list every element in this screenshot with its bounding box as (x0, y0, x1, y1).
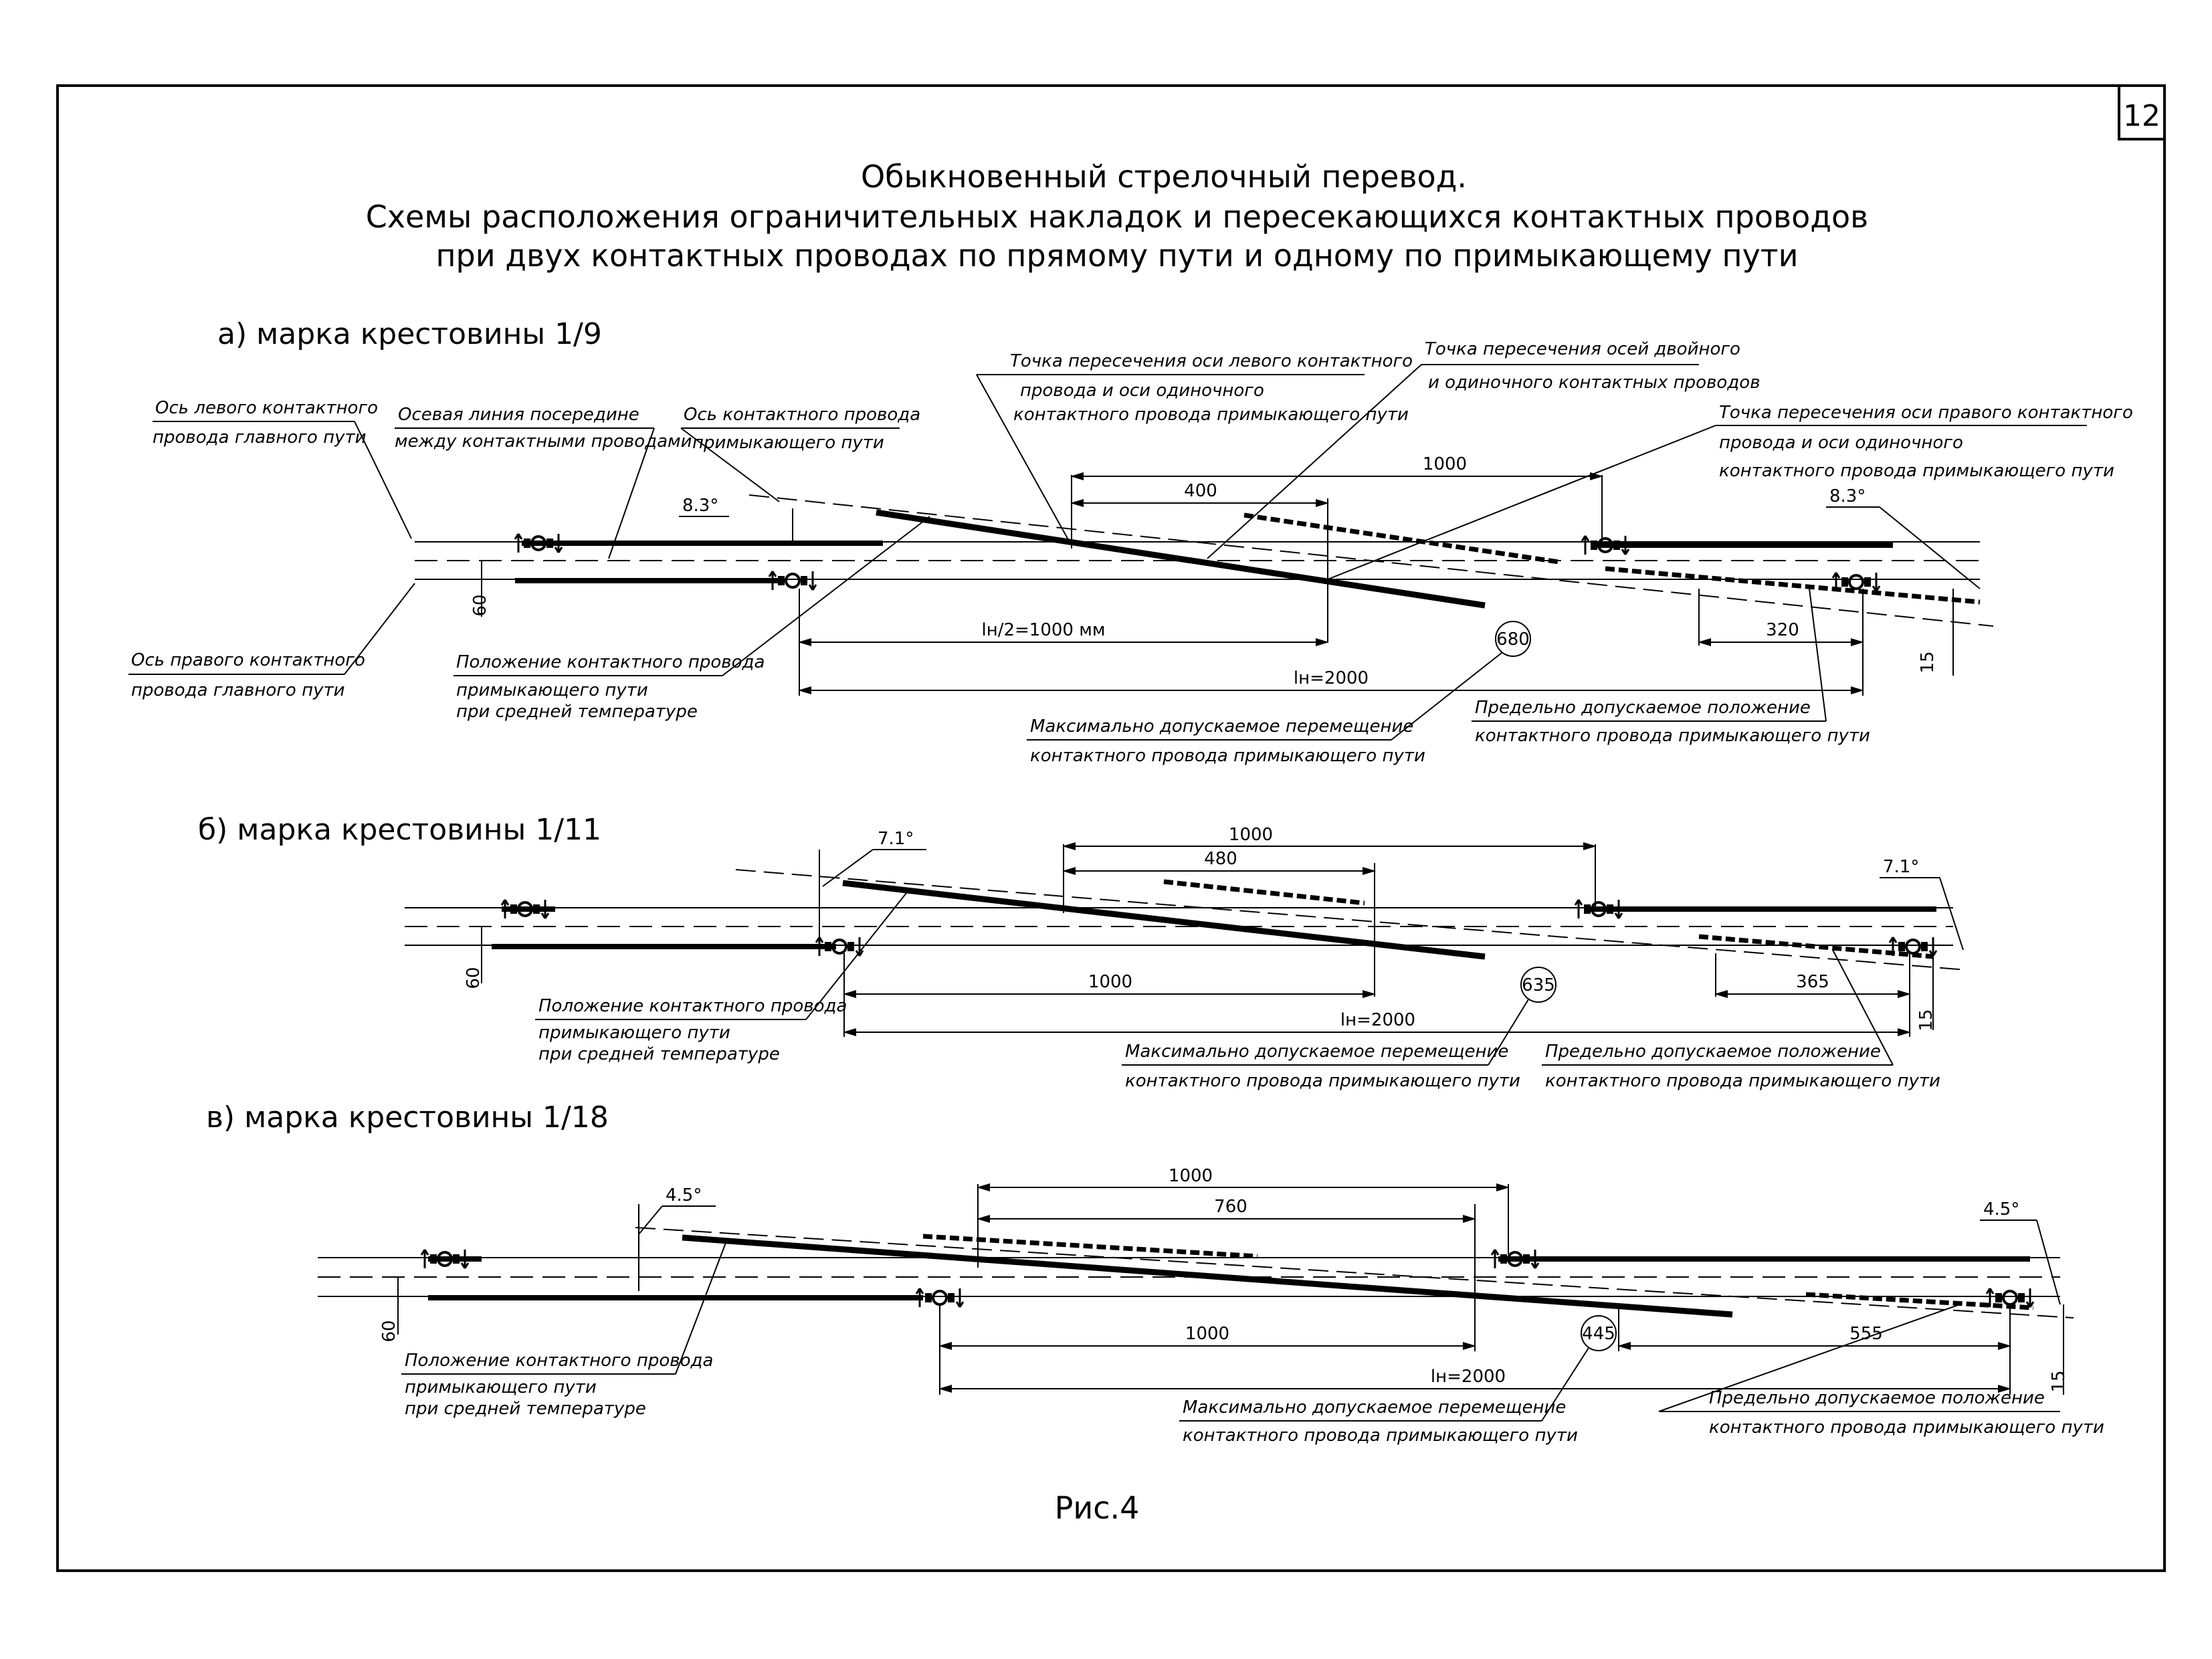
label-position-2: примыкающего пути (405, 1377, 597, 1397)
dim-320: 320 (1766, 620, 1799, 640)
angle-right: 8.3° (1829, 486, 1866, 506)
label-branch-axis-2: примыкающего пути (692, 433, 884, 453)
angle-right: 4.5° (1983, 1199, 2019, 1219)
dim-760: 760 (1214, 1197, 1247, 1217)
label-cross-right-2: провода и оси одиночного (1719, 433, 1963, 453)
panel-a: а) марка крестовины 1/9 1000 400 lн/2=10… (128, 317, 2133, 766)
label-limit-pos-1: Предельно допускаемое положение (1709, 1388, 2045, 1408)
label-max-move-1: Максимально допускаемое перемещение (1125, 1042, 1508, 1062)
sheet-frame (56, 84, 2166, 1572)
label-cross-right-1: Точка пересечения оси правого контактног… (1719, 403, 2133, 423)
dim-1000-top: 1000 (1169, 1166, 1213, 1186)
dim-full: lн=2000 (1340, 1010, 1415, 1030)
dim-15: 15 (1918, 651, 1938, 673)
dim-60: 60 (379, 1320, 399, 1342)
clamp-icon (1888, 936, 1938, 957)
label-limit-pos-2: контактного провода примыкающего пути (1709, 1418, 2104, 1438)
label-cross-left-1: Точка пересечения оси левого контактного (1010, 351, 1413, 371)
label-cross-right-3: контактного провода примыкающего пути (1719, 461, 2114, 481)
label-position-1: Положение контактного провода (538, 996, 847, 1016)
label-position-2: примыкающего пути (456, 680, 648, 700)
max-move-value: 445 (1582, 1324, 1615, 1344)
figure-caption: Рис.4 (1055, 1490, 1140, 1526)
panel-a-heading: а) марка крестовины 1/9 (217, 317, 602, 351)
max-move-circle (1495, 621, 1531, 657)
label-max-move-2: контактного провода примыкающего пути (1125, 1071, 1520, 1091)
dim-400: 400 (1184, 481, 1217, 501)
max-move-value: 635 (1522, 975, 1555, 995)
dim-60: 60 (464, 967, 484, 989)
dim-half: lн/2=1000 мм (982, 620, 1106, 640)
max-move-circle (1581, 1315, 1617, 1351)
label-position-3: при средней температуре (456, 702, 698, 722)
label-position-3: при средней температуре (405, 1399, 646, 1419)
label-cross-double-1: Точка пересечения осей двойного (1425, 339, 1740, 359)
title-line-1: Обыкновенный стрелочный перевод. (861, 159, 1467, 195)
label-position-2: примыкающего пути (538, 1023, 730, 1043)
label-max-move-1: Максимально допускаемое перемещение (1183, 1397, 1566, 1418)
title-line-3: при двух контактных проводах по прямому … (435, 237, 1798, 274)
label-limit-pos-1: Предельно допускаемое положение (1545, 1042, 1881, 1062)
label-max-move-2: контактного провода примыкающего пути (1030, 746, 1425, 766)
label-limit-pos-1: Предельно допускаемое положение (1475, 698, 1811, 718)
branch-wire-thick (876, 509, 1486, 609)
label-right-wire-axis-2: провода главного пути (131, 680, 345, 700)
panel-b-heading: б) марка крестовины 1/11 (198, 813, 601, 847)
dim-60: 60 (470, 594, 490, 616)
branch-wire-thin (748, 494, 1994, 627)
max-move-value: 680 (1496, 629, 1530, 650)
label-centerline-1: Осевая линия посередине (398, 405, 639, 425)
dim-1000-bottom: 1000 (1088, 972, 1132, 992)
panel-c-heading: в) марка крестовины 1/18 (206, 1100, 609, 1135)
dim-15: 15 (2049, 1370, 2069, 1392)
page-number: 12 (2123, 99, 2160, 133)
label-limit-pos-2: контактного провода примыкающего пути (1545, 1071, 1940, 1091)
label-position-1: Положение контактного провода (456, 652, 765, 672)
label-position-1: Положение контактного провода (405, 1351, 713, 1371)
limit-wire-hatched (1605, 566, 1981, 605)
angle-left: 8.3° (682, 496, 718, 516)
angle-left: 7.1° (878, 829, 914, 849)
label-cross-left-2: провода и оси одиночного (1020, 381, 1264, 401)
label-position-3: при средней температуре (538, 1044, 780, 1064)
dim-480: 480 (1204, 849, 1237, 869)
dim-1000-top: 1000 (1229, 825, 1273, 845)
label-max-move-1: Максимально допускаемое перемещение (1030, 716, 1413, 737)
title-line-2: Схемы расположения ограничительных накла… (366, 199, 1869, 235)
angle-left: 4.5° (666, 1185, 702, 1205)
dim-full: lн=2000 (1294, 668, 1369, 688)
max-move-circle (1520, 967, 1556, 1003)
panel-b: б) марка крестовины 1/11 1000 480 1000 3… (198, 813, 1967, 1091)
dim-1000-bottom: 1000 (1185, 1324, 1229, 1344)
label-left-wire-axis-2: провода главного пути (153, 427, 367, 448)
page-number-box (2118, 84, 2166, 140)
label-left-wire-axis-1: Ось левого контактного (155, 398, 378, 418)
dim-1000: 1000 (1423, 454, 1467, 474)
dim-full: lн=2000 (1431, 1367, 1506, 1387)
label-cross-double-2: и одиночного контактных проводов (1428, 373, 1761, 393)
branch-wire-hatched (1243, 512, 1559, 565)
label-right-wire-axis-1: Ось правого контактного (131, 650, 365, 670)
label-centerline-2: между контактными проводами (395, 431, 692, 452)
label-cross-left-3: контактного провода примыкающего пути (1013, 405, 1409, 425)
dim-365: 365 (1796, 972, 1829, 992)
panel-c: в) марка крестовины 1/18 1000 760 1000 5… (206, 1100, 2104, 1446)
label-limit-pos-2: контактного провода примыкающего пути (1475, 726, 1870, 746)
dim-15: 15 (1916, 1009, 1936, 1031)
label-branch-axis-1: Ось контактного провода (684, 405, 920, 425)
angle-right: 7.1° (1883, 857, 1919, 877)
label-max-move-2: контактного провода примыкающего пути (1183, 1426, 1578, 1446)
clamp-icon (915, 1287, 965, 1308)
